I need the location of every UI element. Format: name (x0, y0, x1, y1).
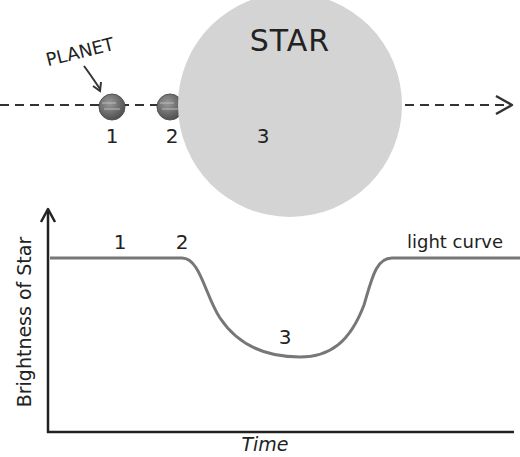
callout-number: 2 (166, 125, 179, 147)
callout-number: 2 (176, 231, 189, 253)
star-circle: STAR (178, 0, 402, 217)
axis-label: Brightness of Star (14, 237, 35, 408)
curve-label: light curve (407, 232, 503, 252)
callout-number: 3 (257, 125, 270, 147)
callout-number: 3 (279, 326, 292, 348)
callout-number: 1 (106, 125, 119, 147)
axis-label: Time (241, 434, 288, 455)
graph-axes (41, 209, 514, 433)
callout-number: 1 (114, 231, 127, 253)
light-curve (50, 258, 520, 357)
planet-label: PLANET (44, 34, 116, 70)
star-label: STAR (178, 23, 402, 58)
leader-arrow (84, 66, 101, 91)
star-text-holder: STAR (178, 0, 402, 58)
